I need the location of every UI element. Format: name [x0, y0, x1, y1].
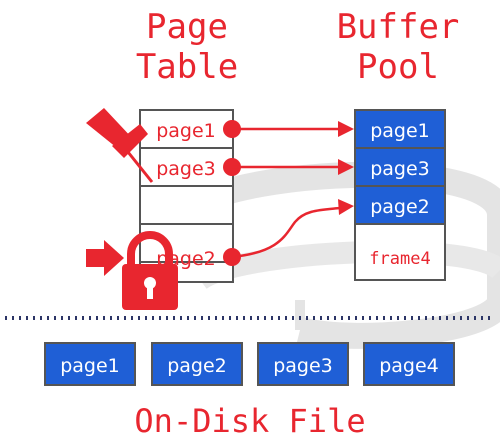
pointer-arrow-page3 [223, 158, 354, 176]
page-table-row [139, 185, 234, 225]
pointer-arrows [223, 120, 354, 266]
buffer-frame-label: frame4 [369, 249, 430, 269]
page-table-row [139, 147, 234, 187]
arrow-right-icon [86, 240, 124, 276]
disk-page [363, 342, 455, 386]
buffer-frame [354, 223, 446, 281]
disk-page [44, 342, 136, 386]
pushpin-icon [86, 108, 154, 183]
buffer-frame-label: page3 [370, 158, 430, 180]
buffer-frame [354, 147, 446, 187]
disk-page-label: page2 [167, 355, 227, 377]
buffer-pool-title-line1: Buffer [337, 7, 460, 47]
buffer-pool-title-line2: Pool [357, 47, 439, 87]
disk-page-label: page1 [60, 355, 120, 377]
pointer-arrow-page1 [223, 120, 354, 138]
disk-page [151, 342, 243, 386]
disk-page [257, 342, 349, 386]
disk-page-label: page3 [273, 355, 333, 377]
on-disk-file-label: On-Disk File [134, 402, 365, 440]
pointer-arrow-page2 [223, 199, 354, 266]
page-table-entry: page3 [156, 158, 216, 180]
disk-pages: page1 page2 page3 page4 [44, 342, 455, 386]
page-table-row [139, 223, 234, 263]
page-table-entry: page1 [156, 120, 216, 142]
buffer-frame-label: page2 [370, 196, 430, 218]
page-table-title-line2: Table [136, 47, 238, 87]
disk-page-label: page4 [379, 355, 439, 377]
page-table-title-line1: Page [146, 7, 228, 47]
page-table-row [139, 109, 234, 149]
lock-icon [122, 231, 178, 310]
buffer-frame-label: page1 [370, 120, 430, 142]
buffer-pool: page1 page3 page2 frame4 [354, 109, 446, 281]
page-table: page1 page3 page2 [139, 109, 234, 283]
